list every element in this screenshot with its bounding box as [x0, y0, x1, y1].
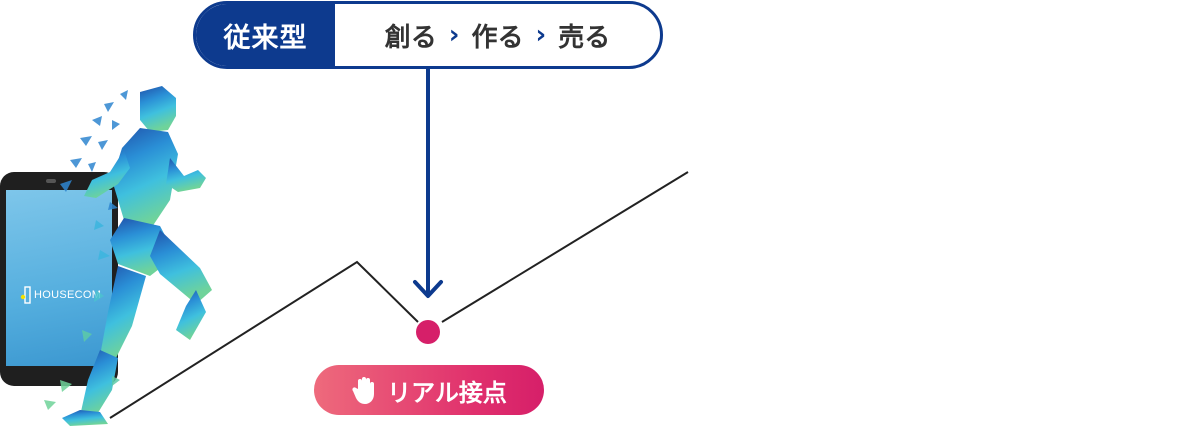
runner-fragments: [44, 90, 128, 410]
hand-icon: [352, 377, 375, 404]
step-sell: 売る: [558, 22, 611, 53]
housecom-logo: HOUSECOM: [20, 286, 101, 304]
touchpoint-dot: [416, 320, 440, 344]
banner-type-label: 従来型: [196, 4, 335, 66]
journey-line-left: [109, 260, 419, 419]
phone-speaker: [46, 179, 56, 183]
step-create: 創る: [384, 22, 437, 53]
phone-brand-text: HOUSECOM: [34, 289, 102, 301]
house-logo-icon: [20, 286, 31, 304]
process-banner: 従来型 創る › 作る › 売る: [193, 1, 663, 69]
real-touchpoint-badge: リアル接点: [314, 365, 544, 415]
runner-body: [62, 86, 212, 426]
journey-line-right: [441, 171, 689, 323]
banner-steps: 創る › 作る › 売る: [335, 4, 660, 66]
chevron-right-icon: ›: [535, 20, 547, 50]
down-arrow-head: [413, 280, 443, 298]
smartphone: HOUSECOM: [0, 172, 118, 386]
phone-screen: HOUSECOM: [6, 190, 112, 366]
touchpoint-label: リアル接点: [387, 378, 507, 407]
chevron-right-icon: ›: [448, 20, 460, 50]
step-make: 作る: [471, 22, 524, 53]
runner-figure: [44, 86, 212, 426]
